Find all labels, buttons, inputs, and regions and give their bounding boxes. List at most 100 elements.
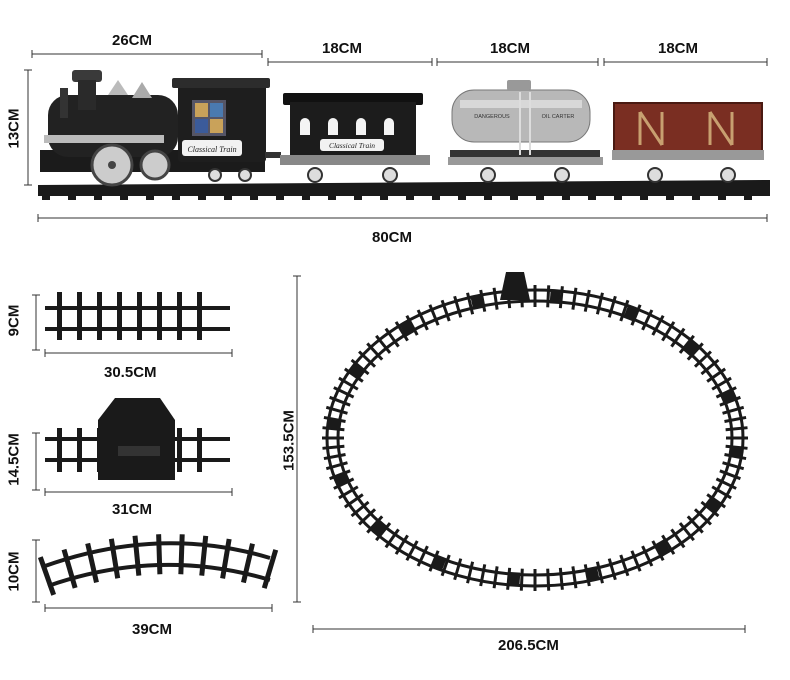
track-tie (197, 292, 202, 340)
track-joint (720, 389, 737, 405)
track-tie (354, 188, 362, 200)
track-tie (533, 285, 537, 307)
track-joint (509, 571, 521, 587)
track-joint (432, 554, 447, 572)
track-tie (156, 534, 163, 575)
straight-track-piece (32, 292, 233, 357)
track-tie (224, 188, 232, 200)
track-tie (458, 188, 466, 200)
track-tie (197, 428, 202, 472)
track-joint (704, 496, 722, 514)
track-tie (108, 538, 121, 579)
train-track (38, 180, 770, 200)
track-tie (546, 285, 551, 308)
passenger-car-plate: Classical Train (329, 141, 375, 150)
tank-car-length-label: 18CM (490, 40, 531, 57)
track-tie (744, 188, 752, 200)
track-tie (97, 292, 102, 340)
track-tie (177, 428, 182, 472)
track-tie (199, 535, 209, 576)
train-height-label: 13CM (5, 108, 23, 149)
track-joint (348, 362, 366, 380)
track-tie (302, 188, 310, 200)
track-joint (586, 566, 600, 582)
track-tie (519, 568, 524, 591)
track-tie (117, 292, 122, 340)
total-length-label: 80CM (372, 229, 413, 246)
track-joint (683, 339, 700, 357)
track-joint (326, 417, 342, 430)
tank-label-dangerous: DANGEROUS (474, 114, 510, 120)
layout-width-label: 206.5CM (498, 637, 559, 654)
track-tie (380, 188, 388, 200)
track-tie (406, 188, 414, 200)
track-tie (61, 548, 78, 589)
tank-label-oil: OIL CARTER (542, 114, 575, 120)
track-tie (510, 188, 518, 200)
track-tie (692, 188, 700, 200)
tank-car: DANGEROUS OIL CARTER (448, 80, 603, 183)
passenger-car-length-label: 18CM (322, 40, 363, 57)
track-tie (132, 535, 142, 576)
locomotive: Classical Train (40, 70, 281, 187)
track-tie (172, 188, 180, 200)
station-width-label: 31CM (112, 501, 153, 518)
track-tie (77, 428, 82, 472)
track-tie (94, 188, 102, 200)
track-joint (399, 319, 415, 337)
track-tie (614, 188, 622, 200)
station-height-label: 14.5CM (5, 433, 23, 486)
track-tie (588, 188, 596, 200)
track-tie (146, 188, 154, 200)
station-track-piece (32, 398, 233, 496)
station-building (500, 272, 530, 300)
track-tie (640, 188, 648, 200)
locomotive-plate: Classical Train (187, 145, 236, 154)
oval-track-layout (293, 272, 748, 633)
track-joint (370, 519, 387, 537)
straight-height-label: 9CM (5, 304, 23, 337)
dimension-lines-top (24, 50, 768, 222)
box-car (612, 102, 764, 183)
track-tie (328, 188, 336, 200)
curved-width-label: 39CM (132, 621, 173, 638)
curved-track-piece (32, 534, 279, 612)
track-tie (178, 534, 185, 575)
track-tie (85, 542, 99, 583)
track-joint (655, 539, 671, 557)
track-tie (546, 568, 551, 591)
track-tie (322, 444, 345, 450)
track-tie (198, 188, 206, 200)
track-joint (333, 471, 350, 487)
curved-height-label: 10CM (5, 551, 23, 592)
track-tie (322, 436, 344, 440)
track-tie (484, 188, 492, 200)
track-tie (533, 569, 537, 591)
track-tie (562, 188, 570, 200)
track-tie (250, 188, 258, 200)
track-tie (536, 188, 544, 200)
passenger-car: Classical Train (280, 93, 430, 183)
track-tie (57, 292, 62, 340)
layout-height-label: 153.5CM (280, 410, 298, 471)
track-tie (726, 436, 748, 440)
track-joint (623, 304, 638, 322)
track-tie (725, 426, 748, 432)
track-tie (42, 188, 50, 200)
straight-width-label: 30.5CM (104, 364, 157, 381)
locomotive-length-label: 26CM (112, 32, 153, 49)
track-tie (240, 543, 255, 584)
track-tie (276, 188, 284, 200)
track-tie (77, 292, 82, 340)
track-tie (157, 292, 162, 340)
track-tie (177, 292, 182, 340)
track-tie (68, 188, 76, 200)
box-car-length-label: 18CM (658, 40, 699, 57)
track-tie (718, 188, 726, 200)
track-tie (666, 188, 674, 200)
track-tie (432, 188, 440, 200)
track-tie (558, 567, 564, 590)
track-tie (137, 292, 142, 340)
track-tie (261, 549, 279, 589)
